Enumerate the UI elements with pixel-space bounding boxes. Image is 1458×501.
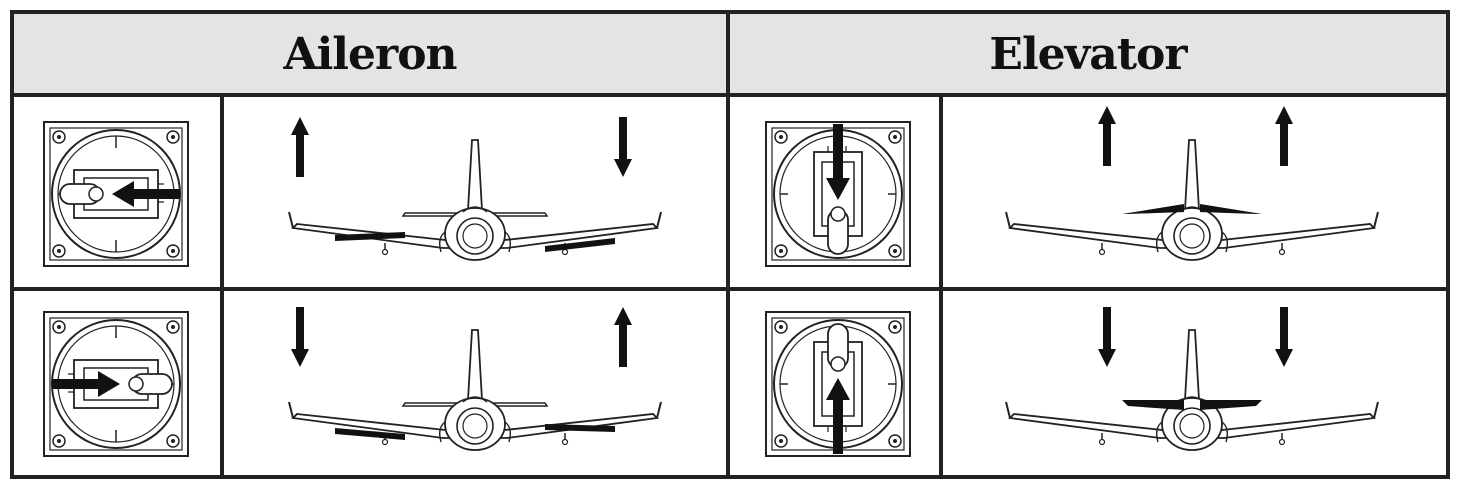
elevator-row2-plane [1005, 307, 1379, 451]
elevator-left-down [1122, 400, 1184, 410]
aileron-row1-plane [288, 117, 662, 261]
header-elevator-bg [730, 14, 1446, 93]
stick-direction-arrow-up [826, 378, 850, 454]
stick-direction-arrow-left [112, 181, 180, 207]
header-aileron: Aileron [283, 29, 457, 80]
elevator-right-up [1200, 204, 1262, 214]
elevator-row1-stick [765, 121, 911, 267]
stick-direction-arrow-down [826, 124, 850, 200]
elevator-left-up [1122, 204, 1184, 214]
elevator-right-down [1200, 400, 1262, 410]
stick-direction-arrow-right [52, 371, 120, 397]
header-aileron-bg [14, 14, 726, 93]
aileron-row2-stick [43, 311, 189, 457]
right-aileron-up [545, 424, 615, 432]
aileron-row1-stick [43, 121, 189, 267]
left-aileron-down [335, 428, 405, 440]
elevator-row1-plane [1005, 106, 1379, 261]
right-aileron-down [545, 238, 615, 252]
elevator-row2-stick [765, 311, 911, 457]
left-aileron-up [335, 232, 405, 241]
aileron-row2-plane [288, 307, 662, 451]
header-elevator: Elevator [989, 29, 1187, 80]
